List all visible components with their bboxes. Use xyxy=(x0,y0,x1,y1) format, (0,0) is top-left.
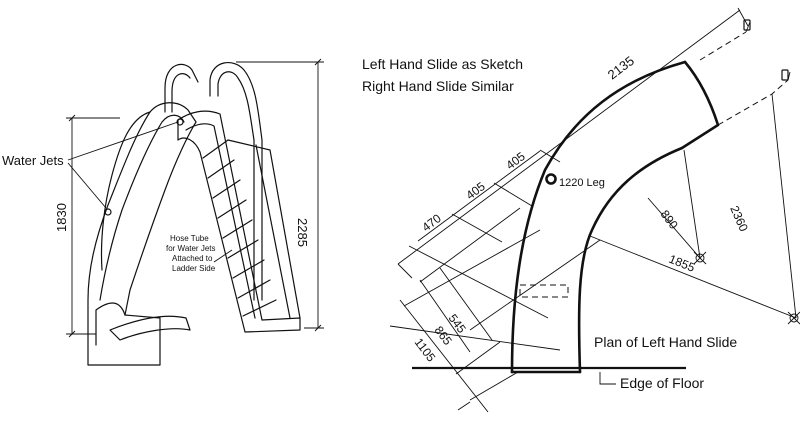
water-jets-leader xyxy=(67,121,179,209)
edge-of-floor-leader xyxy=(599,372,616,385)
svg-text:1855: 1855 xyxy=(667,252,697,275)
plan-label: Plan of Left Hand Slide xyxy=(594,334,737,350)
slide-sketch xyxy=(87,62,301,366)
ladder-handrail xyxy=(209,62,263,301)
svg-text:1830: 1830 xyxy=(54,203,69,232)
svg-text:405: 405 xyxy=(503,149,528,172)
slide-handrail xyxy=(164,63,199,113)
svg-text:for Water Jets: for Water Jets xyxy=(166,244,216,253)
support-pad xyxy=(519,284,569,298)
slide-plan-outer-edge xyxy=(510,60,687,374)
centre-point-2360 xyxy=(789,313,799,323)
slide-plan-top-end xyxy=(680,60,720,150)
centre-point-890 xyxy=(695,253,705,263)
dimension-1830: 1830 xyxy=(54,114,120,338)
dimension-2285: 2285 xyxy=(236,58,324,332)
ladder-stringer xyxy=(177,110,301,333)
slide-plan-inner-edge xyxy=(577,146,684,374)
plan-title-line1: Left Hand Slide as Sketch xyxy=(362,56,523,72)
plan-title-line2: Right Hand Slide Similar xyxy=(362,78,514,94)
svg-text:2135: 2135 xyxy=(605,53,637,82)
ladder-stringer-inner xyxy=(185,123,256,319)
top-fixing-bracket xyxy=(781,69,789,81)
svg-text:890: 890 xyxy=(658,207,681,232)
leg-1220-marker xyxy=(545,173,557,185)
hose-tube-note: Hose Tube for Water Jets Attached to Lad… xyxy=(166,234,216,273)
svg-text:Attached to: Attached to xyxy=(172,254,213,263)
svg-text:470: 470 xyxy=(419,211,444,234)
hose-tube-leader xyxy=(213,249,233,263)
svg-text:2360: 2360 xyxy=(727,204,751,234)
svg-text:2285: 2285 xyxy=(295,218,310,247)
slide-run-out xyxy=(109,315,191,341)
svg-text:1105: 1105 xyxy=(412,335,439,364)
slide-plan xyxy=(510,21,791,374)
svg-text:Ladder Side: Ladder Side xyxy=(172,264,216,273)
water-jets-label: Water Jets xyxy=(2,153,64,168)
radius-dimensions: 890 2360 1855 xyxy=(589,93,800,325)
edge-of-floor-label: Edge of Floor xyxy=(620,375,704,391)
slide-chute-curve xyxy=(100,111,151,271)
dimension-2135: 2135 xyxy=(397,7,749,279)
slide-chute-inner xyxy=(99,114,185,301)
svg-text:Hose Tube: Hose Tube xyxy=(170,234,209,243)
ladder-treads xyxy=(202,139,301,319)
slide-chute-lip xyxy=(95,302,126,346)
svg-text:405: 405 xyxy=(463,179,488,202)
leg-label: 1220 Leg xyxy=(559,177,605,189)
top-fixing-bracket xyxy=(743,19,751,31)
water-jet-nozzle xyxy=(104,208,112,216)
dimension-chain-upper: 405 405 470 xyxy=(408,149,561,319)
